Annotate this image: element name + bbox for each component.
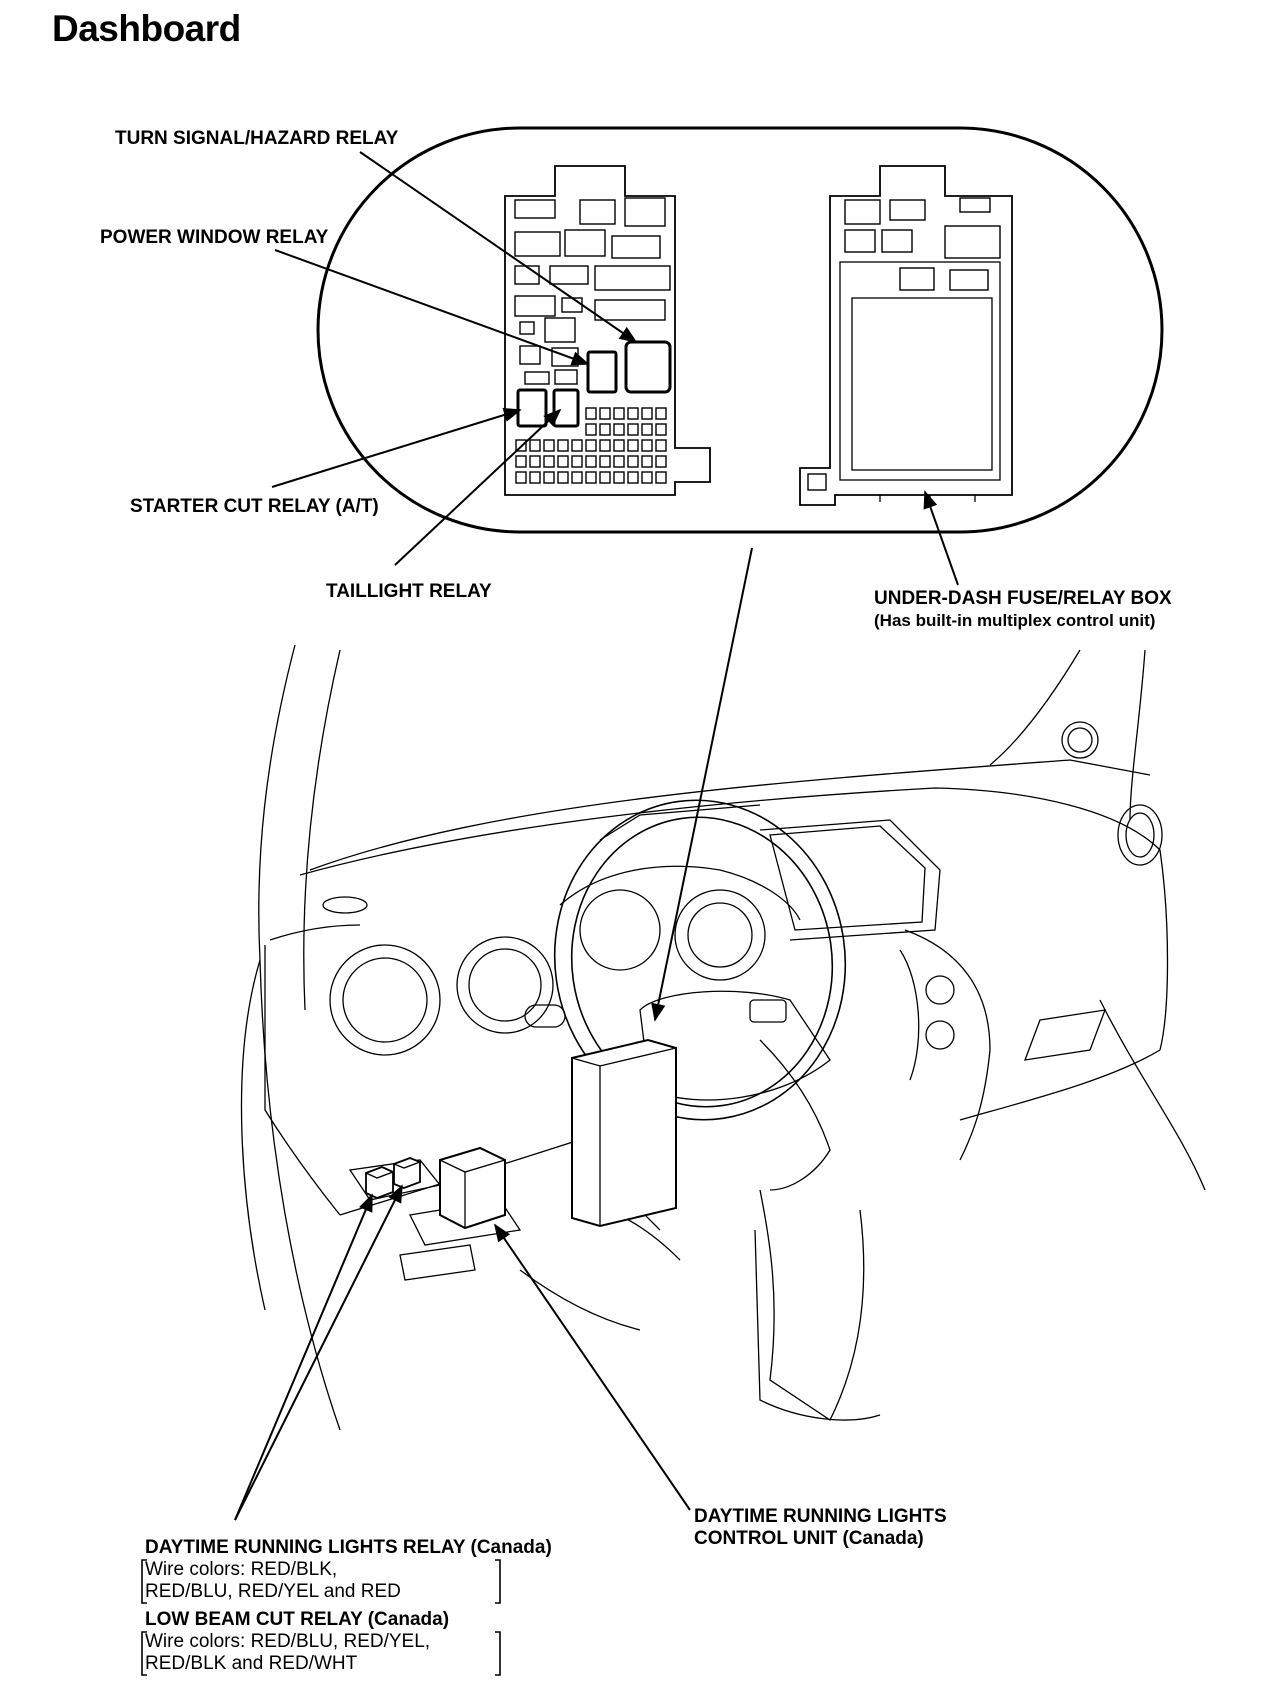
- drl-control-unit-label-line1: DAYTIME RUNNING LIGHTS: [694, 1506, 947, 1527]
- taillight-relay-label: TAILLIGHT RELAY: [326, 581, 492, 602]
- fuse-slot: [655, 455, 667, 468]
- dashboard-illustration: [240, 644, 1206, 1431]
- fuse-relay-panel-rear: [799, 165, 1013, 506]
- fuse-slot: [571, 439, 583, 452]
- fuse-slot: [613, 407, 625, 420]
- fuse-slot: [641, 423, 653, 436]
- fuse-slot: [571, 455, 583, 468]
- fuse-slot: [613, 455, 625, 468]
- fuse-slot: [627, 407, 639, 420]
- fuse-slot: [641, 407, 653, 420]
- fuse-slot: [557, 455, 569, 468]
- leader-lines: [234, 151, 959, 1521]
- fuse-slot: [599, 455, 611, 468]
- fuse-slot: [557, 439, 569, 452]
- fuse-slot: [599, 407, 611, 420]
- fuse-slot: [641, 455, 653, 468]
- fuse-slot: [585, 471, 597, 484]
- fuse-slot: [585, 455, 597, 468]
- low-beam-wire-colors-line1: Wire colors: RED/BLU, RED/YEL,: [145, 1631, 430, 1652]
- power-window-relay-label: POWER WINDOW RELAY: [100, 227, 329, 248]
- fuse-slot: [543, 439, 555, 452]
- fuse-slot: [585, 423, 597, 436]
- low-beam-wire-colors-line2: RED/BLK and RED/WHT: [145, 1653, 358, 1674]
- fuse-slot: [641, 471, 653, 484]
- fuse-slot: [655, 423, 667, 436]
- drl-relay-wire-colors-line2: RED/BLU, RED/YEL and RED: [145, 1581, 401, 1602]
- drl-control-unit-label-line2: CONTROL UNIT (Canada): [694, 1528, 924, 1549]
- wire-color-brackets: [141, 1559, 501, 1676]
- low-beam-cut-relay-label: LOW BEAM CUT RELAY (Canada): [145, 1609, 449, 1630]
- fuse-slot: [613, 423, 625, 436]
- fuse-slot: [655, 439, 667, 452]
- fuse-slot: [585, 407, 597, 420]
- fuse-slot: [599, 423, 611, 436]
- fuse-slot: [529, 471, 541, 484]
- fuse-grid: [515, 407, 667, 484]
- fuse-slot: [599, 439, 611, 452]
- fuse-slot: [627, 439, 639, 452]
- page-title: Dashboard: [52, 8, 241, 49]
- fuse-slot: [571, 471, 583, 484]
- fuse-slot: [627, 471, 639, 484]
- fuse-slot: [585, 439, 597, 452]
- fuse-slot: [529, 455, 541, 468]
- fuse-slot: [515, 455, 527, 468]
- fuse-box-inset: [316, 126, 1164, 534]
- turn-signal-hazard-relay-label: TURN SIGNAL/HAZARD RELAY: [115, 128, 399, 149]
- fuse-slot: [557, 471, 569, 484]
- fuse-slot: [655, 407, 667, 420]
- fuse-slot: [627, 423, 639, 436]
- drl-control-unit-shape: [571, 1038, 677, 1228]
- fuse-slot: [613, 439, 625, 452]
- fuse-slot: [515, 471, 527, 484]
- fuse-slot: [641, 439, 653, 452]
- drl-relay-wire-colors-line1: Wire colors: RED/BLK,: [145, 1559, 337, 1580]
- under-dash-fuse-box-label: UNDER-DASH FUSE/RELAY BOX: [874, 588, 1172, 609]
- fuse-slot: [613, 471, 625, 484]
- drl-relay-shapes: [365, 1146, 506, 1230]
- fuse-slot: [543, 471, 555, 484]
- fuse-slot: [543, 455, 555, 468]
- fuse-slot: [599, 471, 611, 484]
- fuse-slot: [655, 471, 667, 484]
- starter-cut-relay-label: STARTER CUT RELAY (A/T): [130, 496, 379, 517]
- fuse-slot: [529, 439, 541, 452]
- under-dash-fuse-box-note: (Has built-in multiplex control unit): [874, 611, 1155, 630]
- drl-relay-label: DAYTIME RUNNING LIGHTS RELAY (Canada): [145, 1537, 552, 1558]
- fuse-relay-panel-front: [504, 165, 711, 496]
- fuse-slot: [627, 455, 639, 468]
